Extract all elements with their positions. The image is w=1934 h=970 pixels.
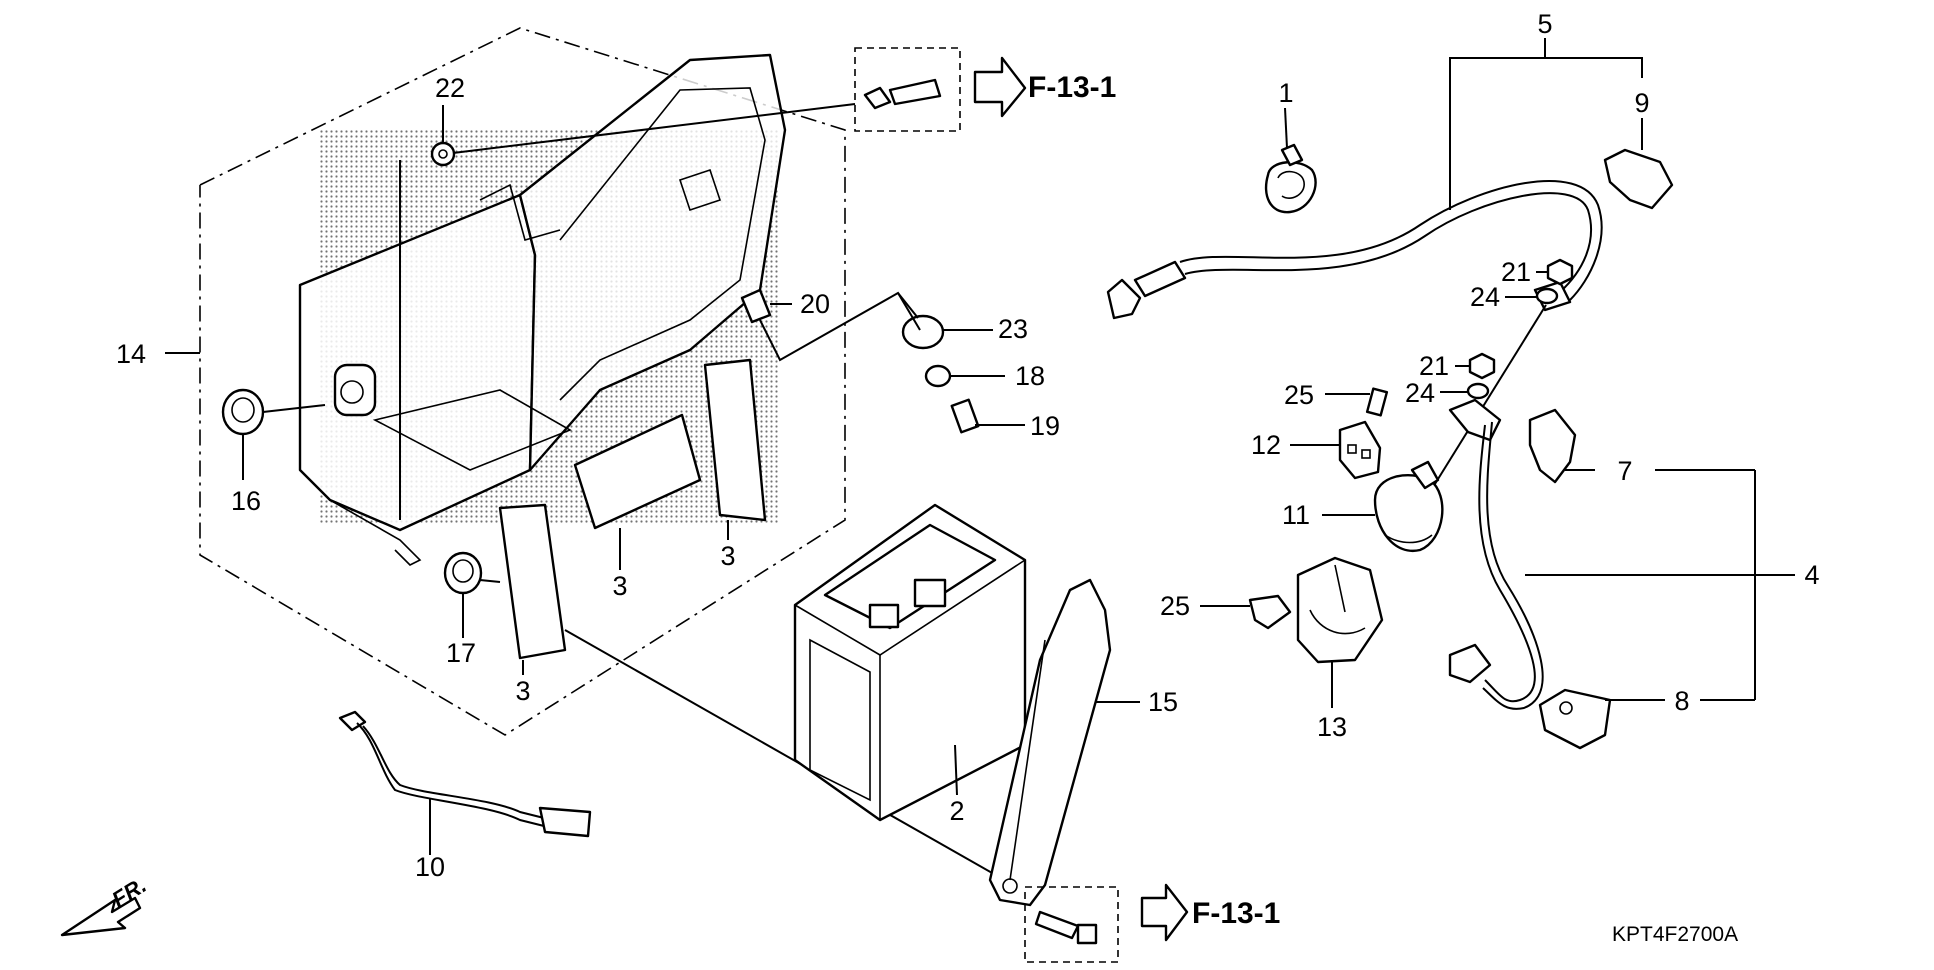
leader-lines-left: [165, 103, 1025, 891]
nut-21-upper: [1546, 258, 1574, 286]
callout-11: 11: [1282, 500, 1310, 530]
bolt-ref-box-bottom: [1024, 886, 1119, 963]
starter-cable: [1106, 180, 1603, 320]
callout-19: 19: [1030, 411, 1060, 441]
nut-21-lower: [1468, 352, 1496, 380]
callout-12: 12: [1251, 430, 1281, 460]
positive-cable: [1448, 398, 1795, 710]
callout-15: 15: [1148, 687, 1178, 717]
callout-21-upper: 21: [1501, 257, 1531, 287]
terminal-cover-7: [1528, 408, 1755, 484]
front-arrow: [60, 896, 142, 937]
battery-box: [298, 53, 787, 566]
callout-8: 8: [1674, 686, 1689, 716]
rubber-pad-3-left: [498, 503, 567, 660]
nut-22: [430, 141, 456, 167]
bolt-19: [950, 398, 980, 434]
callout-3-right: 3: [720, 541, 735, 571]
negative-cable: [338, 710, 592, 855]
leader-23-join: [897, 292, 919, 319]
connector-12: [1290, 420, 1382, 480]
terminal-cover-9: [1603, 118, 1674, 210]
drawing-code: KPT4F2700A: [1612, 923, 1738, 946]
terminal-cover-8: [1538, 688, 1755, 750]
callout-7: 7: [1617, 456, 1632, 486]
grommet-23: [901, 314, 945, 350]
callout-17: 17: [446, 638, 476, 668]
fuse-25-upper: [1325, 387, 1389, 417]
callout-23: 23: [998, 314, 1028, 344]
reference-f13-1-top[interactable]: F-13-1: [1028, 71, 1116, 104]
rubber-pad-3-right: [703, 358, 767, 522]
battery-band: [988, 578, 1140, 907]
starter-relay-11: [1322, 460, 1444, 553]
bolt-ref-box-top: [854, 47, 961, 132]
callout-13: 13: [1317, 712, 1347, 742]
arrow-ref-top: [973, 56, 1027, 118]
clamp-1: [1264, 107, 1317, 214]
washer-24-upper: [1535, 287, 1559, 305]
callout-22: 22: [435, 73, 465, 103]
callout-25-lower: 25: [1160, 591, 1190, 621]
callout-24-upper: 24: [1470, 282, 1500, 312]
callout-5: 5: [1537, 9, 1552, 39]
callout-10: 10: [415, 852, 445, 882]
callout-20: 20: [800, 289, 830, 319]
fuse-25-lower: [1200, 594, 1292, 630]
callout-1: 1: [1278, 78, 1293, 108]
callout-21-lower: 21: [1419, 351, 1449, 381]
grommet-16: [221, 388, 265, 436]
callout-2: 2: [949, 796, 964, 826]
fuse-box-13: [1296, 556, 1384, 708]
callout-18: 18: [1015, 361, 1045, 391]
bracket-5: [1449, 38, 1643, 210]
leader-21-24: [1424, 271, 1548, 501]
callout-9: 9: [1634, 88, 1649, 118]
grommet-17: [443, 551, 483, 595]
callout-3-middle: 3: [612, 571, 627, 601]
arrow-ref-bottom: [1140, 883, 1189, 942]
callout-24-lower: 24: [1405, 378, 1435, 408]
assembly-outline: [199, 27, 846, 736]
callout-4: 4: [1804, 560, 1819, 590]
clip-nut-20: [740, 288, 772, 324]
callout-14: 14: [116, 339, 146, 369]
battery: [793, 503, 1027, 822]
callout-25-upper: 25: [1284, 380, 1314, 410]
rubber-pad-3-middle: [573, 413, 702, 530]
reference-f13-1-bottom[interactable]: F-13-1: [1192, 897, 1280, 930]
callout-16: 16: [231, 486, 261, 516]
collar-18: [924, 364, 952, 388]
washer-24-lower: [1466, 382, 1490, 400]
callout-3-left: 3: [515, 676, 530, 706]
